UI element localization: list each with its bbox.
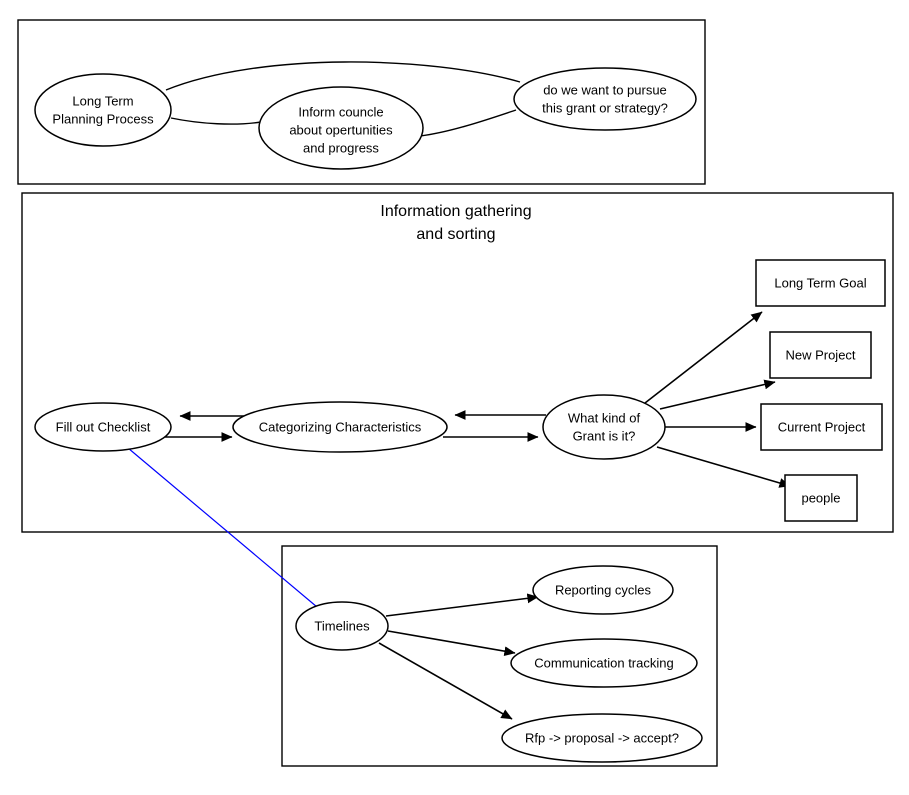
- node-rfp-proposal-accept[interactable]: Rfp -> proposal -> accept?: [501, 713, 703, 763]
- node-label-do-we-want-to-pursue-line2: this grant or strategy?: [542, 100, 668, 115]
- node-label-inform-councle-line1: Inform councle: [298, 104, 383, 119]
- node-label-timelines: Timelines: [314, 618, 370, 633]
- node-label-people: people: [801, 490, 840, 505]
- node-communication-tracking[interactable]: Communication tracking: [510, 638, 698, 688]
- edge-grant-to-people: [656, 446, 791, 488]
- edge-planning-to-inform: [170, 117, 262, 125]
- node-shape-timelines[interactable]: [295, 601, 389, 651]
- edge-checklist-to-timelines: [127, 447, 318, 608]
- node-label-new-project: New Project: [785, 347, 855, 362]
- edge-inform-to-pursue: [419, 109, 517, 137]
- node-shape-categorizing-characteristics[interactable]: [232, 401, 448, 453]
- group-title-information-gathering-line1: Information gathering: [380, 203, 531, 220]
- node-shape-people[interactable]: [784, 474, 858, 522]
- node-what-kind-of-grant[interactable]: What kind of Grant is it?: [542, 394, 666, 460]
- node-shape-do-we-want-to-pursue[interactable]: [513, 67, 697, 131]
- group-frame-timelines: [281, 545, 718, 767]
- group-frame-planning: [17, 19, 706, 185]
- node-label-reporting-cycles: Reporting cycles: [555, 582, 652, 597]
- node-shape-new-project[interactable]: [769, 331, 872, 379]
- edge-grant-to-new-project: [659, 379, 776, 410]
- node-shape-rfp-proposal-accept[interactable]: [501, 713, 703, 763]
- node-do-we-want-to-pursue[interactable]: do we want to pursue this grant or strat…: [513, 67, 697, 131]
- node-shape-reporting-cycles[interactable]: [532, 565, 674, 615]
- node-label-current-project: Current Project: [778, 419, 866, 434]
- node-label-inform-councle-line2: about opertunities: [289, 122, 393, 137]
- node-long-term-goal[interactable]: Long Term Goal: [755, 259, 886, 307]
- node-shape-long-term-goal[interactable]: [755, 259, 886, 307]
- node-inform-councle[interactable]: Inform councle about opertunities and pr…: [258, 86, 424, 170]
- node-shape-what-kind-of-grant[interactable]: [542, 394, 666, 460]
- node-reporting-cycles[interactable]: Reporting cycles: [532, 565, 674, 615]
- node-label-what-kind-of-grant-line2: Grant is it?: [573, 428, 636, 443]
- node-label-long-term-goal: Long Term Goal: [774, 275, 866, 290]
- edge-grant-to-long-term-goal: [644, 311, 763, 404]
- node-label-categorizing-characteristics: Categorizing Characteristics: [259, 419, 422, 434]
- node-shape-inform-councle[interactable]: [258, 86, 424, 170]
- group-title-information-gathering-line2: and sorting: [416, 226, 495, 243]
- node-categorizing-characteristics[interactable]: Categorizing Characteristics: [232, 401, 448, 453]
- node-shape-fill-out-checklist[interactable]: [34, 402, 172, 452]
- node-fill-out-checklist[interactable]: Fill out Checklist: [34, 402, 172, 452]
- node-long-term-planning-process[interactable]: Long Term Planning Process: [34, 73, 172, 147]
- node-shape-long-term-planning-process[interactable]: [34, 73, 172, 147]
- node-timelines[interactable]: Timelines: [295, 601, 389, 651]
- group-frame-information-gathering: [21, 192, 894, 533]
- node-label-fill-out-checklist: Fill out Checklist: [56, 419, 151, 434]
- node-label-rfp-proposal-accept: Rfp -> proposal -> accept?: [525, 730, 679, 745]
- node-label-inform-councle-line3: and progress: [303, 140, 379, 155]
- node-label-what-kind-of-grant-line1: What kind of: [568, 410, 641, 425]
- edge-timelines-to-reporting-cycles: [385, 593, 539, 617]
- edge-timelines-to-communication-tracking: [387, 630, 516, 657]
- node-people[interactable]: people: [784, 474, 858, 522]
- node-label-long-term-planning-process-line1: Long Term: [72, 93, 133, 108]
- edge-planning-to-pursue-curve: [165, 61, 521, 91]
- node-label-communication-tracking: Communication tracking: [534, 655, 673, 670]
- node-current-project[interactable]: Current Project: [760, 403, 883, 451]
- node-new-project[interactable]: New Project: [769, 331, 872, 379]
- node-label-long-term-planning-process-line2: Planning Process: [52, 111, 154, 126]
- node-shape-communication-tracking[interactable]: [510, 638, 698, 688]
- edge-timelines-to-rfp: [378, 642, 513, 720]
- node-shape-current-project[interactable]: [760, 403, 883, 451]
- node-label-do-we-want-to-pursue-line1: do we want to pursue: [543, 82, 667, 97]
